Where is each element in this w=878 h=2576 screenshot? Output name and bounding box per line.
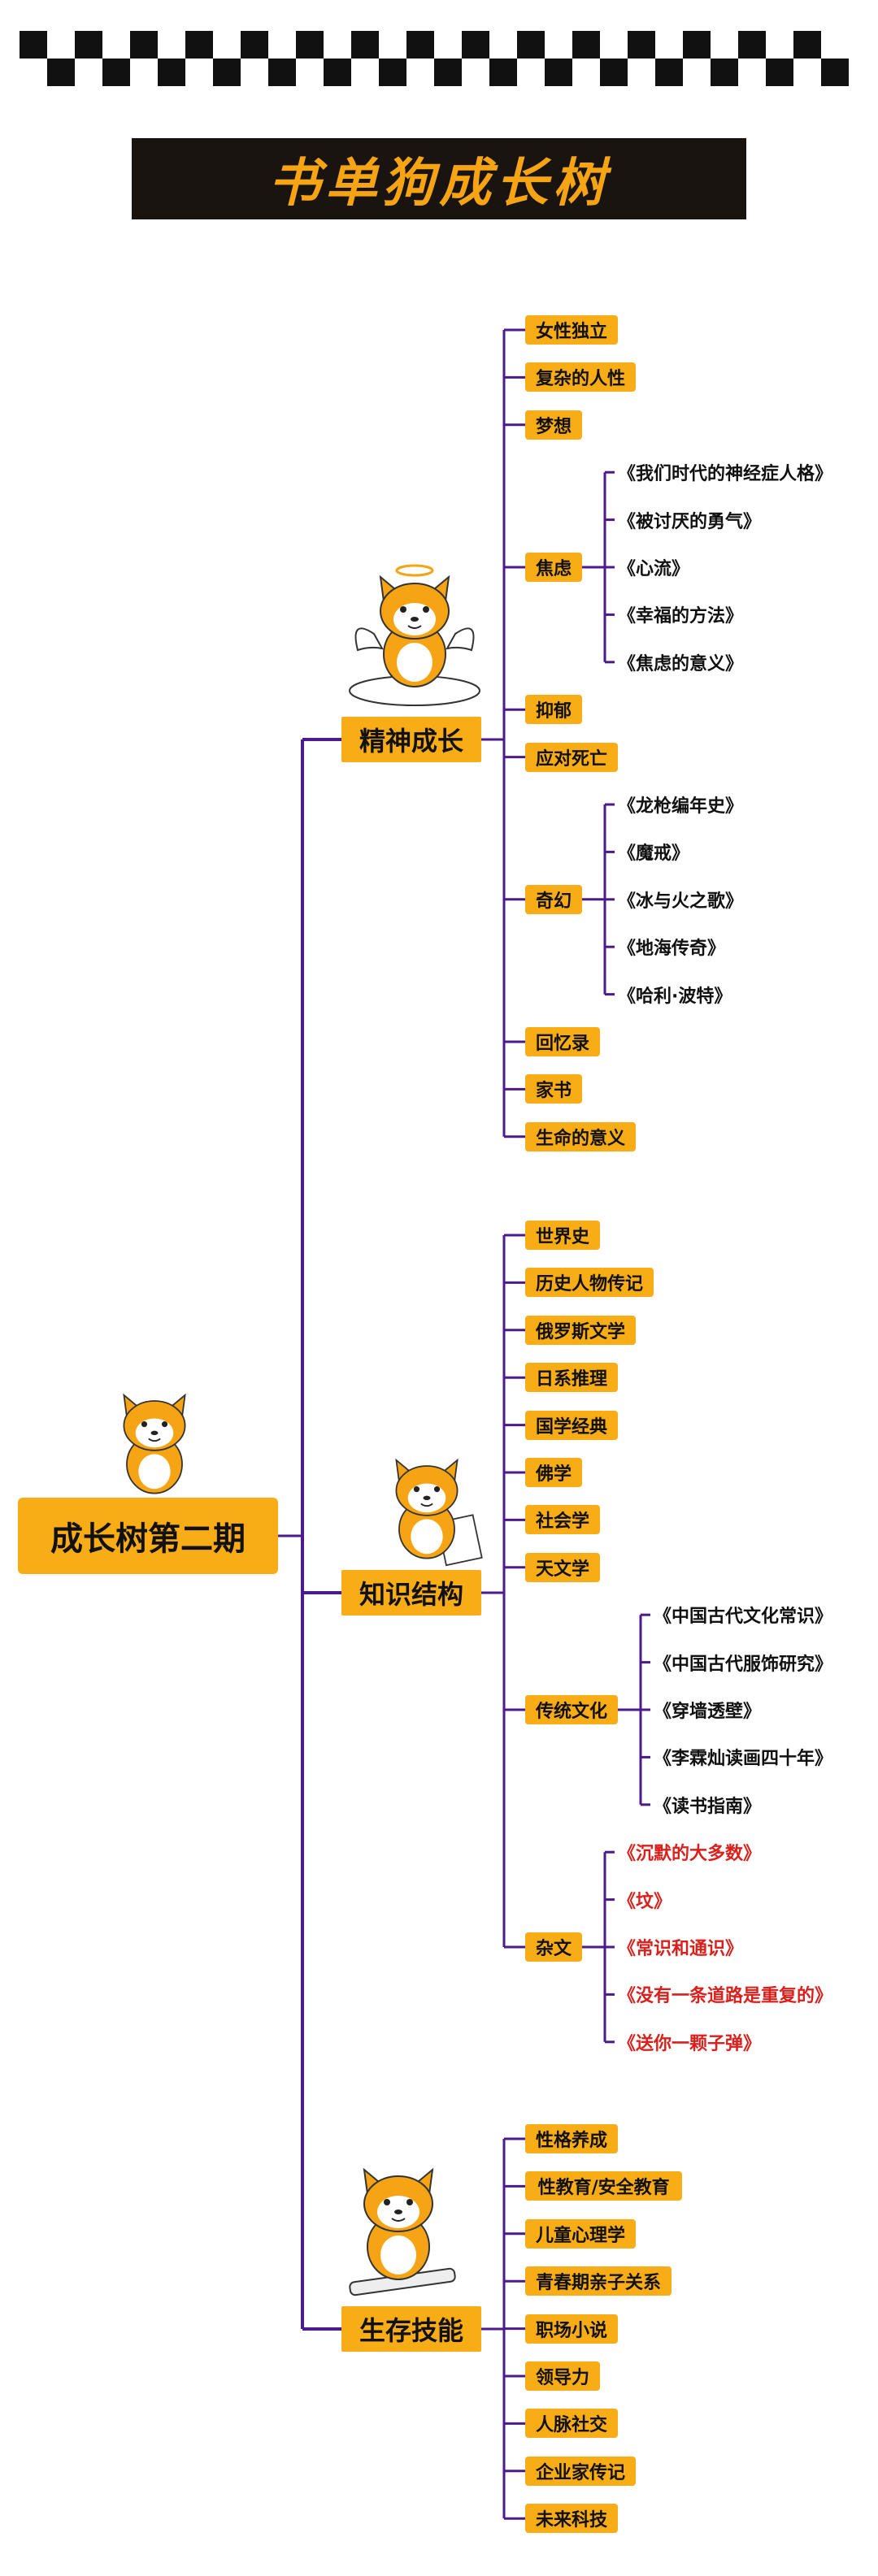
book-title: 《心流》 [618,559,690,579]
topic-node: 性教育/安全教育 [525,2171,683,2201]
checker-square [600,59,628,86]
thinking-dog-mascot-icon [123,1393,186,1494]
topic-node: 职场小说 [525,2314,618,2344]
checker-square [213,59,241,86]
topic-node: 传统文化 [525,1695,618,1724]
page-title: 书单狗成长树 [268,154,610,214]
topic-node: 家书 [525,1074,582,1104]
checker-square [185,31,213,59]
book-title: 《没有一条道路是重复的》 [618,1986,833,2007]
surfing-dog-mascot-icon [349,2167,456,2296]
topic-node: 俄罗斯文学 [525,1315,636,1345]
checker-square [268,59,296,86]
checker-square [102,59,130,86]
checker-square [130,31,158,59]
checker-square [241,31,268,59]
book-title: 《李霖灿读画四十年》 [654,1749,833,1770]
checker-square [572,31,600,59]
book-title: 《幸福的方法》 [618,606,744,627]
topic-node: 未来科技 [525,2504,618,2534]
book-title: 《中国古代服饰研究》 [654,1654,833,1675]
topic-node: 社会学 [525,1505,600,1535]
book-title: 《焦虑的意义》 [618,653,744,674]
title-banner: 书单狗成长树 [132,138,746,219]
checker-square [351,31,379,59]
topic-node: 抑郁 [525,695,582,725]
checker-square [821,59,849,86]
checker-square [711,59,738,86]
book-title: 《龙枪编年史》 [618,796,744,817]
checker-square [296,31,324,59]
topic-node: 青春期亲子关系 [525,2266,672,2296]
angel-dog-mascot-icon [349,564,480,706]
checker-square [683,31,711,59]
topic-node: 日系推理 [525,1363,618,1393]
book-title: 《被讨厌的勇气》 [618,511,762,532]
checker-square [766,59,793,86]
checker-square [75,31,102,59]
topic-node: 复杂的人性 [525,362,636,392]
book-title: 《沉默的大多数》 [618,1844,762,1865]
book-title: 《我们时代的神经症人格》 [618,464,833,485]
topic-node: 女性独立 [525,315,618,345]
book-title: 《送你一颗子弹》 [618,2033,762,2054]
branch-node: 知识结构 [341,1570,481,1615]
book-title: 《中国古代文化常识》 [654,1607,833,1628]
book-title: 《哈利·波特》 [618,986,732,1007]
checker-square [489,59,517,86]
checker-square [324,59,351,86]
checker-square [793,31,821,59]
book-title: 《坟》 [618,1891,672,1912]
root-node: 成长树第二期 [18,1498,278,1574]
topic-node: 领导力 [525,2361,600,2391]
topic-node: 佛学 [525,1458,582,1487]
topic-node: 性格养成 [525,2124,618,2153]
checker-square [545,59,572,86]
checker-square [628,31,655,59]
topic-node: 国学经典 [525,1410,618,1440]
topic-node: 人脉社交 [525,2409,618,2439]
reading-dog-mascot-icon [395,1458,483,1567]
checker-square [434,59,462,86]
topic-node: 杂文 [525,1932,582,1962]
checker-square [738,31,766,59]
topic-node: 世界史 [525,1221,600,1250]
topic-node: 生命的意义 [525,1121,636,1151]
book-title: 《读书指南》 [654,1796,762,1817]
book-title: 《魔戒》 [618,843,690,865]
topic-node: 儿童心理学 [525,2218,636,2249]
checker-square [20,31,47,59]
checker-square [406,31,434,59]
checker-square [655,59,683,86]
topic-node: 企业家传记 [525,2456,636,2486]
topic-node: 回忆录 [525,1027,600,1056]
checker-square [158,59,185,86]
book-title: 《穿墙透壁》 [654,1702,762,1722]
checker-square [517,31,545,59]
topic-node: 应对死亡 [525,742,618,772]
book-title: 《地海传奇》 [618,939,726,960]
checker-border [20,31,849,86]
branch-node: 生存技能 [341,2306,481,2352]
topic-node: 焦虑 [525,553,582,582]
checker-square [379,59,406,86]
checker-square [47,59,75,86]
topic-node: 天文学 [525,1552,600,1582]
topic-node: 历史人物传记 [525,1268,654,1298]
topic-node: 奇幻 [525,884,582,914]
checker-square [462,31,489,59]
branch-node: 精神成长 [341,717,481,762]
book-title: 《常识和通识》 [618,1939,744,1959]
topic-node: 梦想 [525,410,582,440]
book-title: 《冰与火之歌》 [618,891,744,912]
